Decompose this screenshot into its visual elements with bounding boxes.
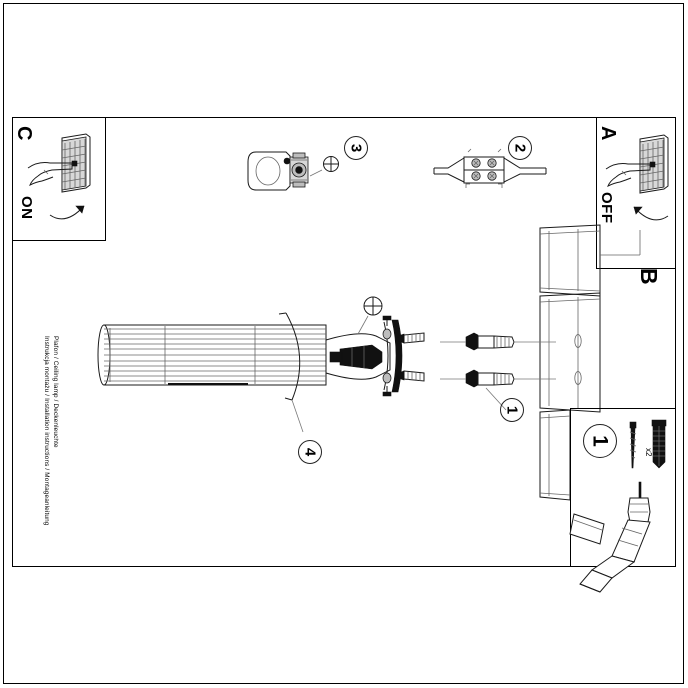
screw-lower	[397, 370, 425, 382]
circuit-breaker-icon	[61, 133, 91, 193]
screw-upper	[397, 332, 425, 344]
terminal-block	[463, 156, 505, 184]
drill-icon	[569, 481, 651, 593]
cable-left	[433, 157, 465, 183]
screwdriver-icon	[309, 156, 339, 177]
wall-anchor-upper	[440, 332, 556, 351]
step-1-quantity: x2	[644, 448, 653, 457]
ceiling-edge-line	[600, 230, 641, 256]
lamp-connector	[325, 333, 391, 380]
drawing-frame	[12, 117, 676, 567]
callout-bubble-1: 1	[500, 398, 524, 422]
step-1-bubble: 1	[583, 424, 617, 458]
page-border	[3, 3, 684, 684]
panel-c	[12, 117, 106, 241]
wall-anchor-icon	[651, 419, 667, 469]
panel-a	[596, 117, 676, 269]
callout-bubble-3: 3	[344, 136, 368, 160]
arrow-right-icon	[49, 205, 85, 220]
circuit-breaker-icon	[639, 134, 669, 194]
lamp-tube-body	[97, 324, 327, 386]
wall-anchor-lower	[440, 369, 556, 411]
callout-bubble-2: 2	[508, 136, 532, 160]
hand-icon	[605, 163, 651, 188]
terminal-tick-marks	[465, 148, 503, 188]
connector-block	[289, 152, 309, 188]
screw-icon	[629, 421, 637, 469]
callout-bubble-4: 4	[298, 440, 322, 464]
hand-icon	[27, 162, 73, 187]
ceiling-slab-upper	[539, 224, 601, 297]
screwdriver-icon	[357, 296, 383, 335]
ceiling-slab-middle	[539, 292, 601, 413]
retaining-arc	[278, 312, 304, 433]
bracket-body	[247, 151, 291, 191]
arrow-left-icon	[633, 206, 669, 221]
cable-right	[503, 157, 547, 183]
